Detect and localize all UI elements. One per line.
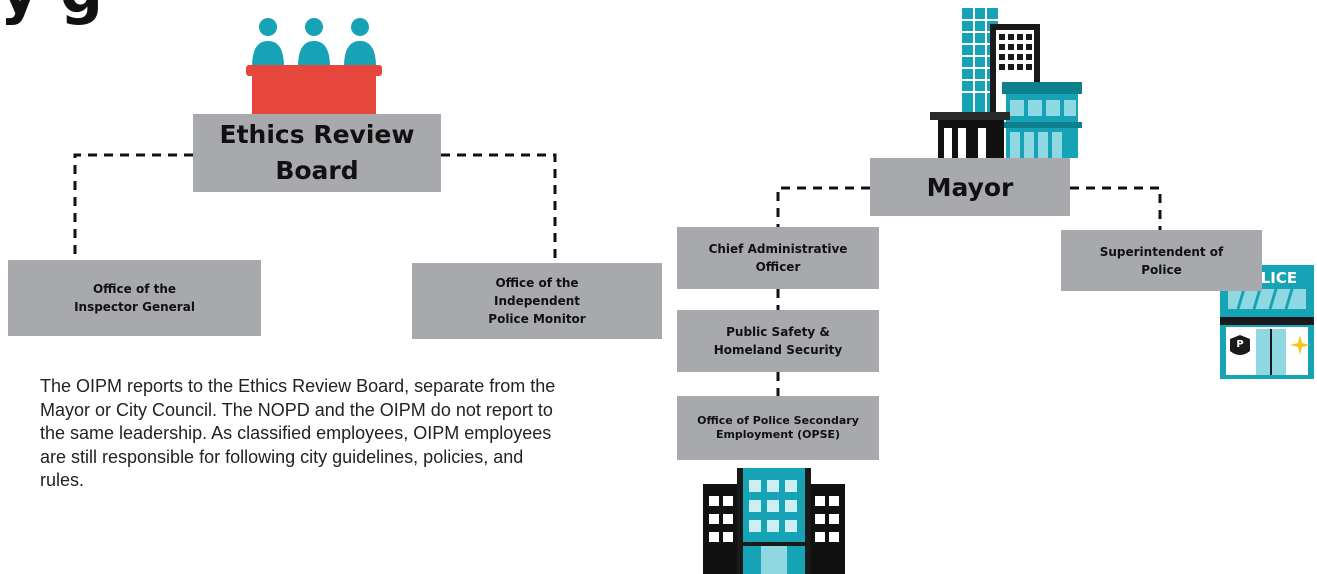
node-office-independent-police-monitor: Office of the Independent Police Monitor (412, 263, 662, 339)
board-members-icon (246, 18, 382, 117)
police-badge-letter: P (1236, 339, 1244, 350)
connector-mayor-sup (1070, 186, 1162, 230)
node-office-inspector-general: Office of the Inspector General (8, 260, 261, 336)
description-paragraph: The OIPM reports to the Ethics Review Bo… (40, 376, 556, 490)
node-ethics-review-board: Ethics Review Board (193, 114, 441, 192)
node-label: Ethics Review Board (219, 120, 415, 185)
node-office-police-secondary-employment: Office of Police Secondary Employment (O… (677, 396, 879, 460)
police-station-graphic (1220, 265, 1314, 379)
node-label: Mayor (926, 172, 1014, 202)
connector-erb-oig (73, 153, 193, 260)
node-label: Superintendent of Police (1099, 244, 1224, 277)
node-mayor: Mayor (870, 158, 1070, 216)
city-skyline-icon (930, 8, 1082, 158)
node-label: Office of Police Secondary Employment (O… (697, 414, 859, 441)
connector-mayor-cao (776, 186, 870, 227)
node-label: Office of the Independent Police Monitor (488, 276, 586, 326)
node-label: Chief Administrative Officer (708, 242, 848, 274)
node-label: Office of the Inspector General (74, 282, 195, 314)
node-public-safety-homeland-security: Public Safety & Homeland Security (677, 310, 879, 372)
police-station-icon: POLICE P (1220, 265, 1314, 379)
connector-erb-oipm (441, 153, 557, 263)
node-label: Public Safety & Homeland Security (713, 325, 843, 357)
office-building-icon (703, 468, 845, 574)
page-title-partial: y g (0, 0, 103, 22)
node-chief-administrative-officer: Chief Administrative Officer (677, 227, 879, 289)
node-superintendent-of-police: Superintendent of Police (1061, 230, 1262, 291)
